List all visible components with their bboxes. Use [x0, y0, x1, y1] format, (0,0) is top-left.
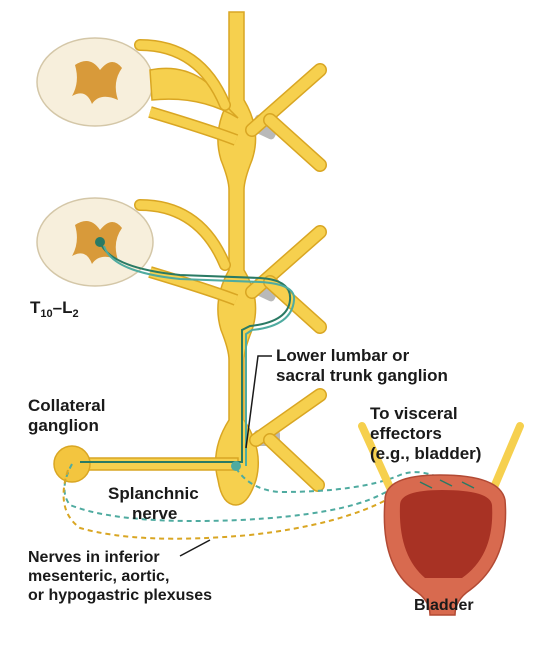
spinal-cord-middle — [36, 197, 327, 334]
lumbar-ganglion-label: Lower lumbar or sacral trunk ganglion — [276, 346, 448, 385]
leader-lines — [179, 355, 272, 557]
visceral-effectors-label: To visceral effectors (e.g., bladder) — [370, 404, 482, 463]
postganglionic-fiber — [63, 245, 441, 522]
collateral-ganglion-label: Collateral ganglion — [28, 396, 106, 435]
splanchnic-nerve — [53, 445, 239, 483]
segment-label: T10–L2 — [30, 298, 79, 320]
preganglionic-cell-body — [95, 237, 105, 247]
lower-trunk-rami — [249, 388, 327, 492]
preganglionic-fiber — [80, 241, 292, 463]
plexus-fibers — [62, 469, 391, 540]
bladder-label: Bladder — [414, 597, 474, 614]
postganglionic-cell-body — [231, 461, 241, 471]
splanchnic-nerve-label: Splanchnic nerve — [108, 484, 199, 523]
bladder-illustration — [358, 422, 524, 616]
plexus-label: Nerves in inferior mesenteric, aortic, o… — [28, 549, 213, 604]
spinal-cord-upper — [36, 37, 327, 172]
